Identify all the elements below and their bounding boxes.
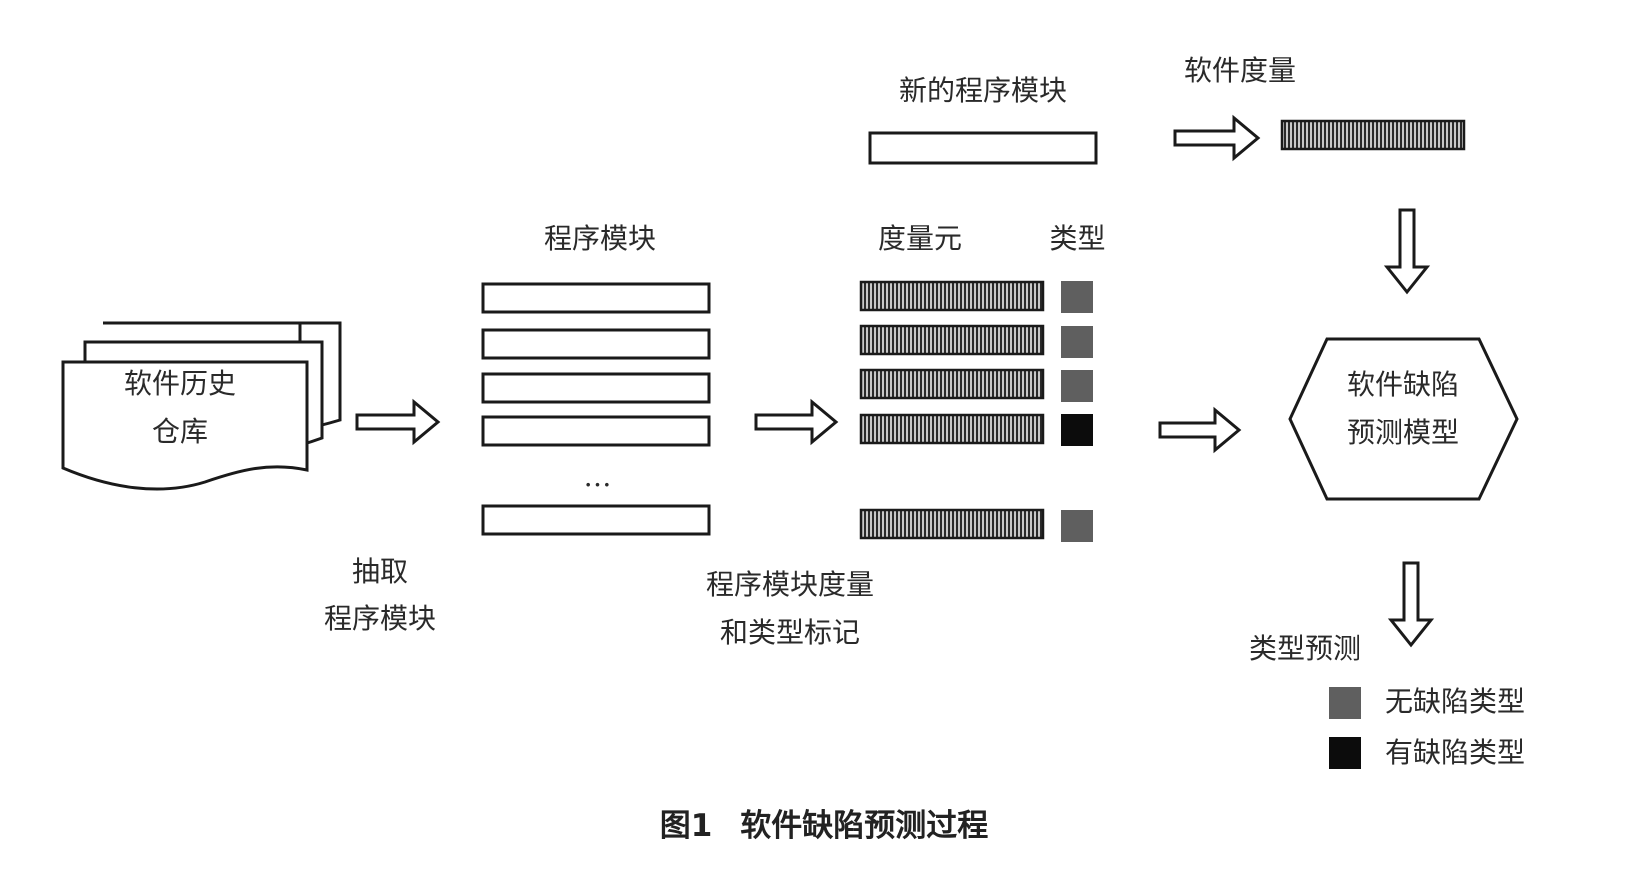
type-square-defect bbox=[1061, 414, 1093, 446]
software-metric-bar bbox=[1280, 119, 1466, 151]
ellipsis: … bbox=[583, 460, 612, 493]
software-metrics-label: 软件度量 bbox=[1183, 54, 1296, 87]
metric-bar bbox=[859, 368, 1045, 400]
repository-label-line2: 仓库 bbox=[151, 415, 208, 448]
type-markers bbox=[1061, 281, 1093, 542]
model-label-line2: 预测模型 bbox=[1346, 416, 1459, 449]
legend-square-defect bbox=[1329, 737, 1361, 769]
figure-number: 图1 bbox=[659, 808, 713, 844]
metrics-title: 度量元 bbox=[877, 222, 962, 255]
metric-bars bbox=[859, 280, 1045, 540]
repository-stack-icon bbox=[61, 321, 342, 491]
arrow-down-to-model bbox=[1383, 208, 1431, 295]
metric-bar bbox=[859, 324, 1045, 356]
measure-label-line1: 程序模块度量 bbox=[705, 568, 874, 601]
metric-bar bbox=[859, 508, 1045, 540]
type-square-no-defect bbox=[1061, 370, 1093, 402]
model-label-line1: 软件缺陷 bbox=[1346, 368, 1459, 401]
type-square-no-defect bbox=[1061, 510, 1093, 542]
legend-square-no-defect bbox=[1329, 687, 1361, 719]
measure-label-line2: 和类型标记 bbox=[719, 616, 860, 649]
new-module-bar bbox=[868, 131, 1098, 165]
metric-bar bbox=[859, 280, 1045, 312]
extract-label-line1: 抽取 bbox=[351, 555, 408, 588]
type-square-no-defect bbox=[1061, 281, 1093, 313]
figure-title: 软件缺陷预测过程 bbox=[740, 808, 989, 844]
arrow-down-to-prediction bbox=[1387, 561, 1435, 648]
type-square-no-defect bbox=[1061, 326, 1093, 358]
type-prediction-label: 类型预测 bbox=[1248, 632, 1361, 665]
repository-label-line1: 软件历史 bbox=[123, 367, 236, 400]
metric-bar bbox=[859, 413, 1045, 445]
module-bar bbox=[481, 372, 711, 404]
arrow-right-new-module bbox=[1173, 114, 1261, 162]
arrow-right-measure bbox=[754, 398, 839, 446]
legend-defect-label: 有缺陷类型 bbox=[1385, 736, 1526, 769]
module-bar bbox=[481, 504, 711, 536]
legend-no-defect-label: 无缺陷类型 bbox=[1385, 685, 1526, 718]
module-list bbox=[481, 282, 711, 536]
figure-caption: 图1 软件缺陷预测过程 bbox=[0, 800, 1648, 845]
type-title: 类型 bbox=[1049, 222, 1106, 255]
new-module-label: 新的程序模块 bbox=[898, 74, 1067, 107]
extract-label-line2: 程序模块 bbox=[323, 602, 436, 635]
prediction-model-hexagon bbox=[1288, 337, 1519, 501]
modules-title: 程序模块 bbox=[543, 222, 656, 255]
module-bar bbox=[481, 415, 711, 447]
arrow-right-model bbox=[1158, 406, 1242, 454]
module-bar bbox=[481, 282, 711, 314]
module-bar bbox=[481, 328, 711, 360]
arrow-right-extract bbox=[355, 398, 441, 446]
